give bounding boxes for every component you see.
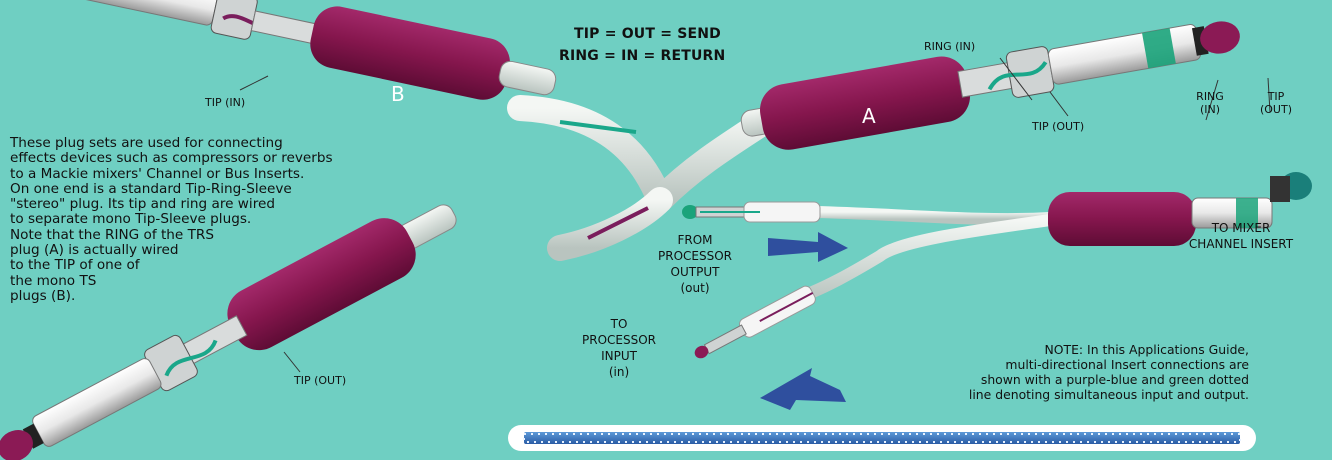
header-ring-definition: RING = IN = RETURN xyxy=(559,48,725,64)
plug-b xyxy=(22,0,561,114)
ring-in-right-label: RING(IN) xyxy=(1180,90,1240,116)
tip-out-bottom-label: TIP (OUT) xyxy=(294,374,346,387)
ring-in-label: RING (IN) xyxy=(924,40,975,53)
dotted-line-legend-bar xyxy=(508,425,1256,451)
y-cable xyxy=(520,108,770,248)
plug-a xyxy=(736,4,1246,157)
applications-guide-note: NOTE: In this Applications Guide, multi-… xyxy=(852,342,1249,402)
tip-out-label-a: TIP (OUT) xyxy=(1032,120,1084,133)
plug-b-label: B xyxy=(391,82,405,106)
tip-out-right-label: TIP(OUT) xyxy=(1248,90,1304,116)
plug-a-label: A xyxy=(862,104,876,128)
output-arrow-icon xyxy=(768,232,848,262)
description-paragraph: These plug sets are used for connecting … xyxy=(10,136,470,304)
header-tip-definition: TIP = OUT = SEND xyxy=(574,26,721,42)
input-arrow-icon xyxy=(760,368,846,410)
tip-in-label: TIP (IN) xyxy=(205,96,245,109)
